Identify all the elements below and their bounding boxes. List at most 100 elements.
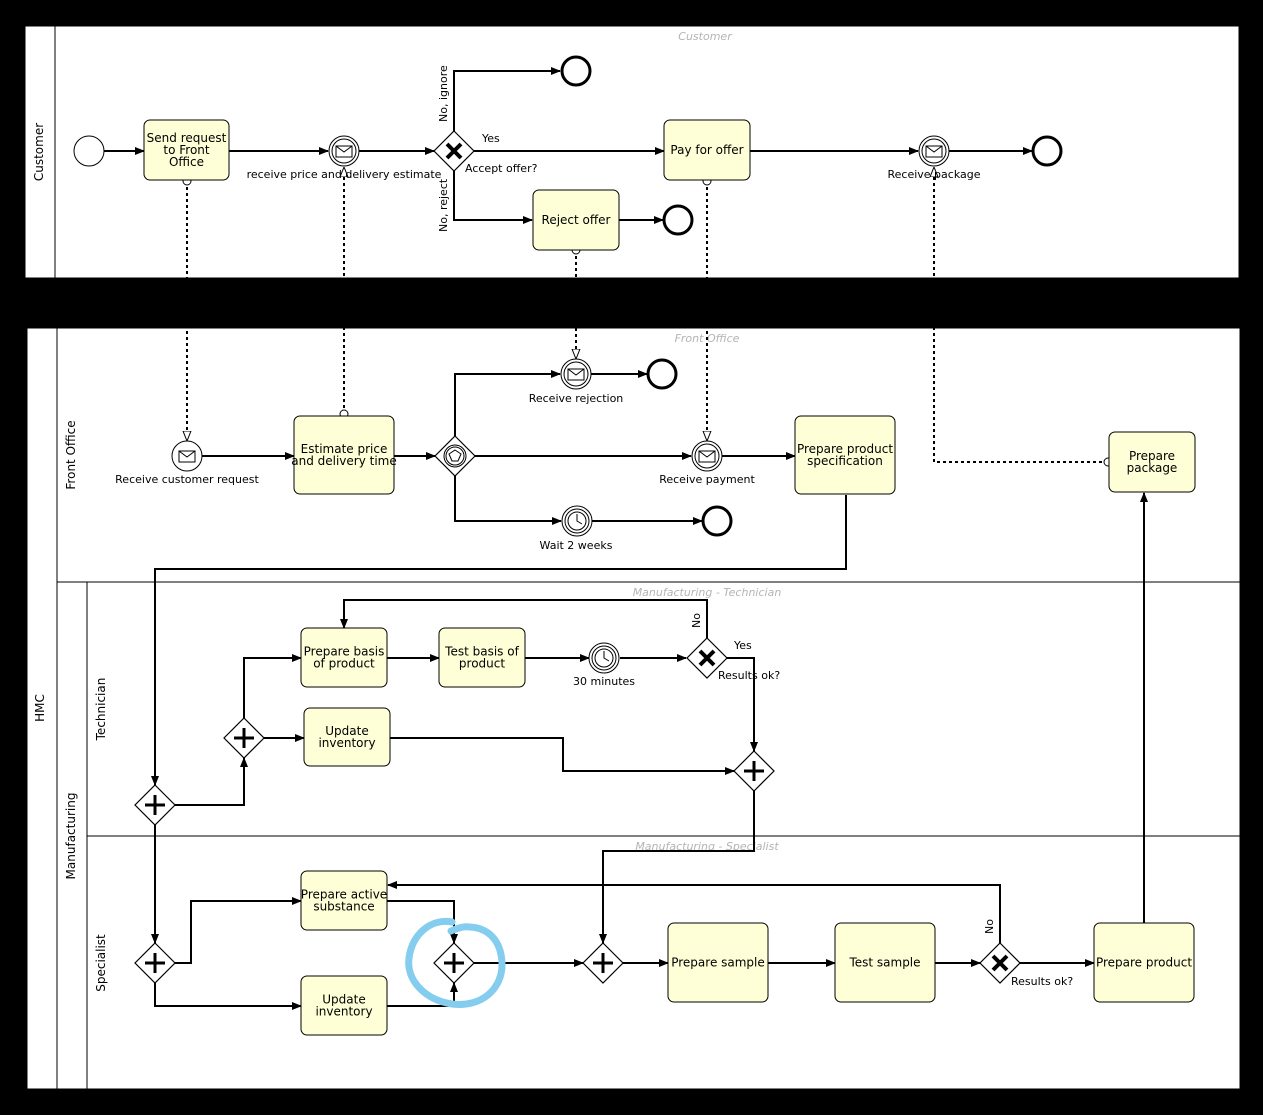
specialist-no-label: No [983, 919, 996, 934]
receive-rejection-event[interactable] [560, 358, 592, 390]
results-ok-technician-label: Results ok? [718, 669, 780, 682]
technician-lane-label: Technician [94, 678, 108, 742]
technician-yes-label: Yes [733, 639, 752, 652]
task-label: Prepare basis [304, 645, 385, 659]
customer-end-event[interactable] [1031, 135, 1063, 167]
receive-request-event[interactable] [171, 440, 203, 472]
timeout-end-event[interactable] [701, 505, 733, 537]
x-icon [991, 954, 1009, 972]
accept-offer-gateway[interactable] [433, 130, 475, 172]
flow-labels: No, ignore Yes No, reject No Yes No [437, 65, 996, 934]
task-label: Send request [147, 131, 227, 145]
task-label: inventory [318, 736, 375, 750]
parallel-join-specialist-gateway[interactable] [433, 942, 475, 984]
task-prepare-product[interactable]: Prepare product [1093, 922, 1195, 1003]
parallel-split-technician-gateway[interactable] [223, 717, 265, 759]
task-label: and delivery time [291, 454, 397, 468]
technician-lane-title: Manufacturing - Technician [633, 586, 782, 599]
hmc-pool-label: HMC [33, 694, 47, 722]
wait-2-weeks-label: Wait 2 weeks [540, 539, 613, 552]
results-ok-specialist-label: Results ok? [1011, 975, 1073, 988]
task-label: Test sample [848, 956, 920, 970]
task-test-sample[interactable]: Test sample [834, 922, 936, 1003]
x-icon [445, 142, 463, 160]
task-label: Update [322, 993, 365, 1007]
parallel-split-specialist-gateway[interactable] [134, 942, 176, 984]
task-label: Prepare product [1096, 956, 1192, 970]
message-flows [187, 168, 1108, 462]
task-label: Update [325, 724, 368, 738]
manufacturing-lane-label: Manufacturing [64, 793, 78, 880]
task-label: of product [313, 657, 375, 671]
ignore-end-event[interactable] [560, 55, 592, 87]
task-label: Prepare sample [671, 956, 765, 970]
reject-end-event[interactable] [662, 204, 694, 236]
customer-start-event[interactable] [73, 135, 105, 167]
receive-rejection-label: Receive rejection [529, 392, 624, 405]
specialist-lane-title: Manufacturing - Specialist [635, 840, 779, 853]
rejection-end-event[interactable] [646, 358, 678, 390]
accept-offer-label: Accept offer? [465, 162, 538, 175]
task-label: Prepare [1129, 449, 1175, 463]
task-label: Reject offer [542, 213, 611, 227]
receive-request-label: Receive customer request [115, 473, 259, 486]
receive-payment-label: Receive payment [659, 473, 755, 486]
plus-icon [234, 728, 254, 748]
task-label: package [1127, 461, 1178, 475]
wait-2-weeks-timer-event[interactable] [561, 505, 593, 537]
receive-payment-event[interactable] [691, 440, 723, 472]
parallel-join-technician-gateway[interactable] [733, 750, 775, 792]
parallel-join-sample-gateway[interactable] [582, 942, 624, 984]
receive-estimate-event[interactable] [328, 135, 360, 167]
gateways: Accept offer? Results ok? [134, 130, 1073, 988]
event-based-gateway[interactable] [434, 435, 476, 477]
wait-30-minutes-label: 30 minutes [573, 675, 635, 688]
plus-icon [145, 953, 165, 973]
parallel-split-manufacturing-gateway[interactable] [134, 784, 176, 826]
task-label: to Front [163, 143, 210, 157]
plus-icon [744, 761, 764, 781]
technician-flows [175, 599, 758, 944]
results-ok-technician-gateway[interactable] [686, 637, 728, 679]
results-ok-specialist-gateway[interactable] [979, 942, 1021, 984]
events: receive price and delivery estimate Rece… [73, 55, 1063, 688]
plus-icon [593, 953, 613, 973]
specialist-lane-label: Specialist [94, 934, 108, 992]
task-pay-for-offer[interactable]: Pay for offer [663, 119, 751, 181]
task-prepare-sample[interactable]: Prepare sample [667, 922, 769, 1003]
task-label: inventory [315, 1005, 372, 1019]
task-reject-offer[interactable]: Reject offer [532, 189, 620, 251]
task-label: Test basis of [444, 645, 519, 659]
wait-30-minutes-timer-event[interactable] [588, 642, 620, 674]
receive-package-event[interactable] [918, 135, 950, 167]
highlight-annotation [405, 917, 506, 1008]
task-label: Prepare active [301, 888, 387, 902]
front-office-flows [151, 370, 847, 786]
task-label: Pay for offer [670, 143, 743, 157]
task-label: specification [807, 454, 883, 468]
x-icon [698, 649, 716, 667]
task-label: product [459, 657, 505, 671]
pentagon-icon [448, 449, 462, 462]
receive-estimate-label: receive price and delivery estimate [247, 168, 442, 181]
no-ignore-label: No, ignore [437, 65, 450, 122]
technician-no-label: No [690, 613, 703, 628]
task-label: Prepare product [797, 442, 893, 456]
customer-lane-title: Customer [678, 30, 733, 43]
task-label: Estimate price [301, 442, 388, 456]
plus-icon [444, 953, 464, 973]
front-office-lane-label: Front Office [64, 420, 78, 489]
customer-pool-label: Customer [32, 123, 46, 181]
specialist-flows [151, 492, 1148, 1010]
